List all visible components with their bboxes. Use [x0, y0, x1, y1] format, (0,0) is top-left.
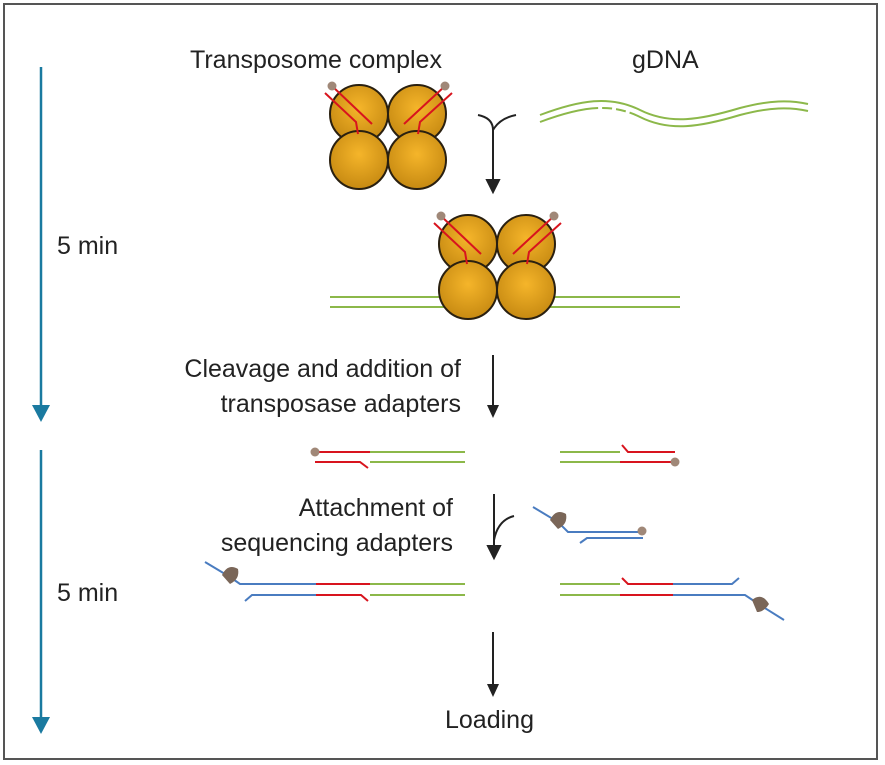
bead-icon [327, 81, 337, 91]
library-fragment [204, 561, 785, 621]
primer-tag-icon [222, 567, 239, 584]
combine-arrow [477, 114, 517, 195]
transposome-label: Transposome complex [190, 46, 442, 74]
step2-label-line1: Attachment of [298, 494, 453, 522]
step-arrow-cleavage [487, 355, 499, 418]
bead-icon [637, 526, 647, 536]
transposome-complex [329, 84, 447, 190]
time-label-1: 5 min [57, 232, 119, 260]
timeline-arrow-1 [32, 67, 50, 422]
gdna-label: gDNA [632, 46, 699, 74]
timeline-arrow-2 [32, 450, 50, 734]
bead-icon [549, 211, 559, 221]
tagmented-fragment [315, 444, 675, 469]
loading-label: Loading [445, 706, 534, 734]
step1-label-line1: Cleavage and addition of [184, 355, 461, 383]
step1-label-line2: transposase adapters [220, 390, 461, 418]
bead-icon [310, 447, 320, 457]
primer-tag-icon [550, 512, 567, 529]
gdna-strand [539, 100, 809, 128]
bead-icon [670, 457, 680, 467]
primer-tag-icon [752, 596, 769, 612]
bead-icon [436, 211, 446, 221]
transposon-adapters-bound [433, 215, 562, 265]
step2-label-line2: sequencing adapters [220, 529, 453, 557]
bead-icon [440, 81, 450, 91]
step-arrow-loading [487, 632, 499, 697]
gdna-bound-strands [275, 296, 722, 308]
time-label-2: 5 min [57, 579, 119, 607]
sequencing-adapter-free [532, 506, 643, 544]
step-arrow-attachment [486, 494, 515, 561]
transposon-adapters-top [324, 85, 453, 135]
